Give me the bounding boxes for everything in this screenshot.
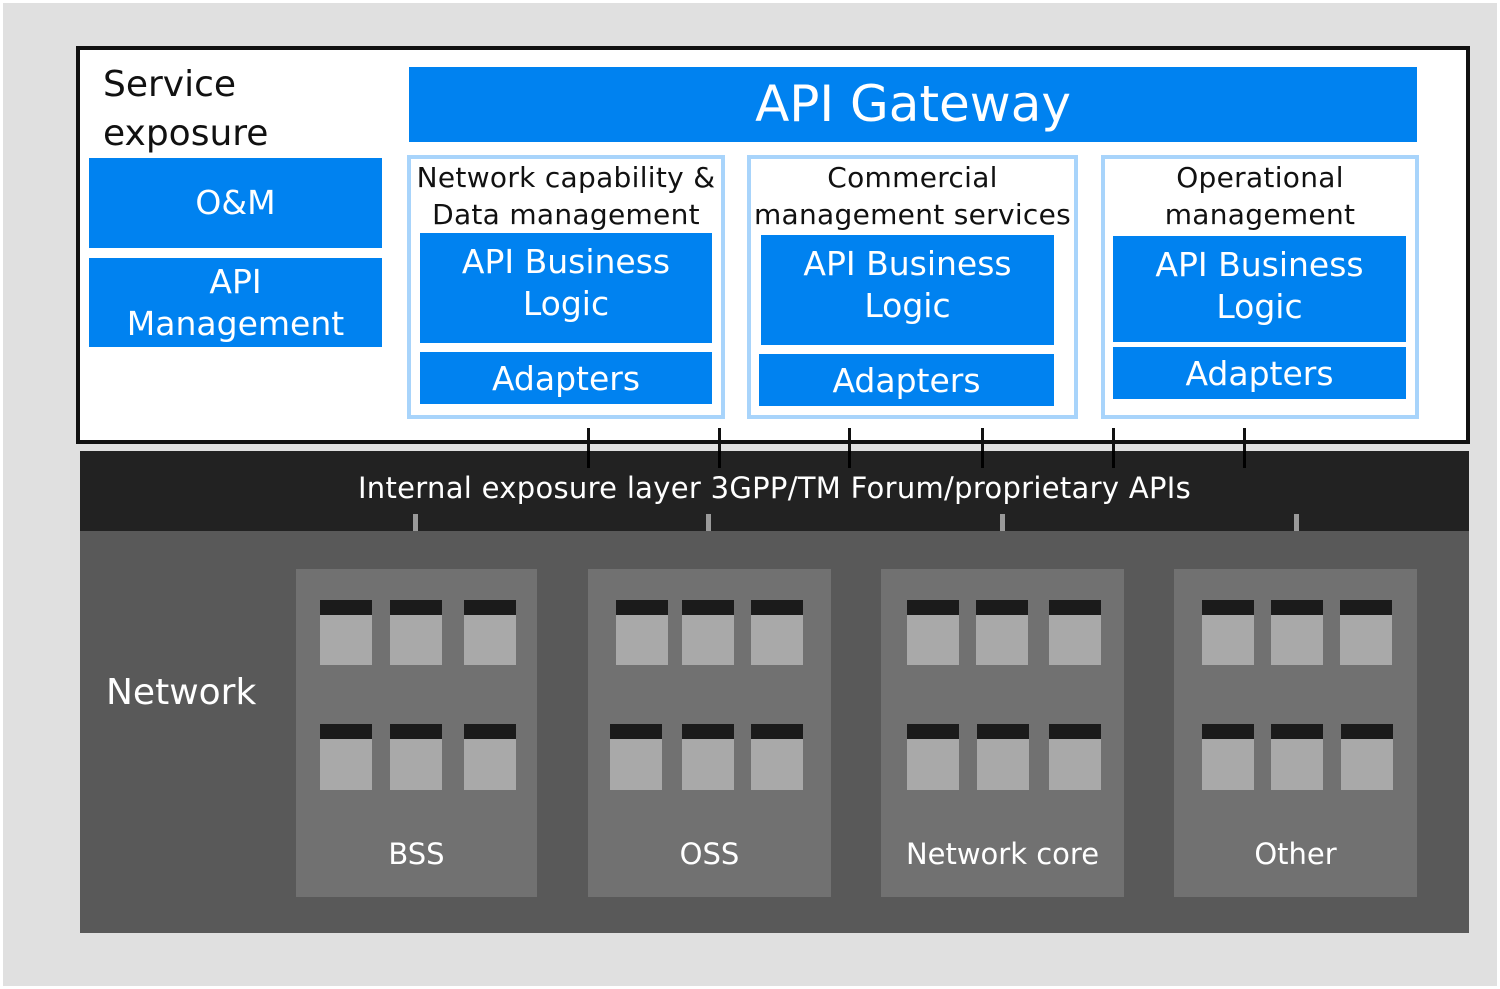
network-element (751, 600, 803, 665)
network-element (1049, 724, 1101, 790)
connector-line (1112, 451, 1115, 468)
connector-line (587, 428, 590, 468)
network-element (1049, 600, 1101, 665)
service-exposure-title: Service exposure (103, 64, 269, 154)
api-gateway-bar: API Gateway (409, 67, 1417, 142)
om-box: O&M (89, 158, 382, 248)
network-element (976, 600, 1028, 665)
api-management-box: API Management (89, 258, 382, 347)
network-group-label: BSS (388, 837, 445, 871)
connector-stub (413, 514, 418, 531)
network-element (751, 724, 803, 790)
api-business-logic-box: API Business Logic (1113, 236, 1406, 342)
internal-exposure-layer-label: Internal exposure layer 3GPP/TM Forum/pr… (357, 471, 1192, 505)
network-element (390, 600, 442, 665)
network-element (1271, 600, 1323, 665)
network-element (682, 600, 734, 665)
connector-line (981, 428, 984, 468)
connector-line (1112, 428, 1115, 468)
adapters-box: Adapters (759, 354, 1054, 406)
network-element (390, 724, 442, 790)
connector-stub (1294, 514, 1299, 531)
connector-line (1243, 451, 1246, 468)
connector-line (981, 451, 984, 468)
network-element (1202, 600, 1254, 665)
network-element (977, 724, 1029, 790)
network-group-label: Other (1254, 837, 1337, 871)
network-element (682, 724, 734, 790)
internal-exposure-layer (80, 451, 1469, 531)
network-group-label: Network core (905, 837, 1100, 871)
connector-line (848, 451, 851, 468)
network-element (616, 600, 668, 665)
connector-line (718, 428, 721, 468)
network-element (1340, 600, 1392, 665)
commercial-management-heading: Commercial management services (753, 161, 1072, 231)
network-group-label: OSS (679, 837, 740, 871)
network-element (1202, 724, 1254, 790)
network-element (464, 600, 516, 665)
connector-stub (1000, 514, 1005, 531)
network-element (1271, 724, 1323, 790)
api-business-logic-box: API Business Logic (420, 233, 712, 343)
network-capability-heading: Network capability & Data management (416, 161, 716, 231)
connector-line (718, 451, 721, 468)
network-element (464, 724, 516, 790)
network-element (907, 724, 959, 790)
adapters-box: Adapters (420, 352, 712, 404)
api-business-logic-box: API Business Logic (761, 235, 1054, 345)
network-element (610, 724, 662, 790)
connector-line (848, 428, 851, 468)
connector-line (587, 451, 590, 468)
network-element (907, 600, 959, 665)
adapters-box: Adapters (1113, 347, 1406, 399)
connector-line (1243, 428, 1246, 468)
network-element (1341, 724, 1393, 790)
connector-stub (706, 514, 711, 531)
network-element (320, 600, 372, 665)
network-element (320, 724, 372, 790)
network-title: Network (106, 672, 257, 713)
